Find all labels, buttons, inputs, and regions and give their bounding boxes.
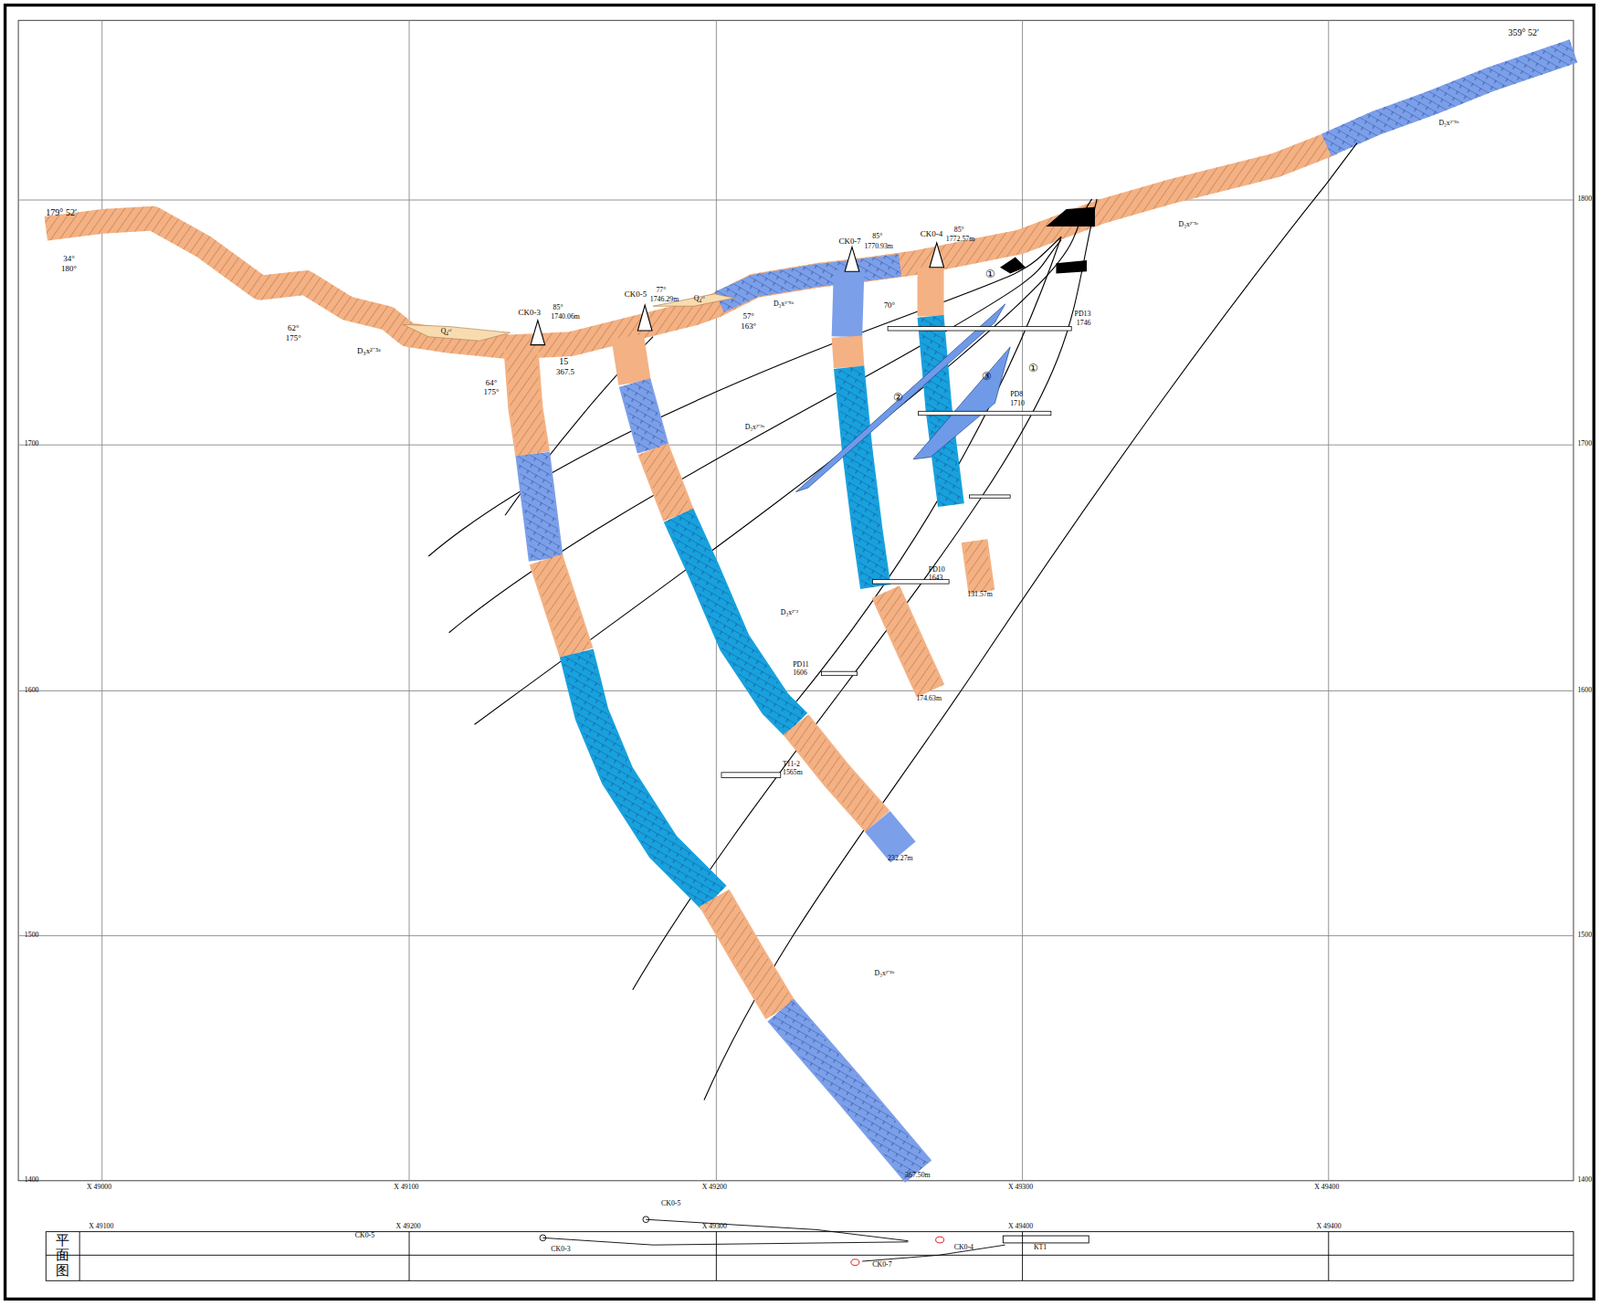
map-label: CK0-7 — [872, 1261, 892, 1270]
map-label: X 49400 — [1314, 1183, 1339, 1192]
map-label: 1606 — [792, 669, 808, 678]
map-label: 1565m — [782, 768, 803, 778]
map-label: T11-2 — [782, 761, 800, 770]
map-label: PD13 — [1074, 311, 1092, 320]
map-label: D₃x²⁻⁵ᶜ — [1178, 221, 1200, 230]
map-label: 367.5 — [556, 368, 575, 378]
map-label: PD11 — [792, 661, 810, 670]
map-label: X 49100 — [393, 1183, 419, 1192]
map-label: 359° 52′ — [1507, 28, 1539, 39]
map-label: 367.50m — [905, 1172, 931, 1181]
map-label: 85° — [553, 304, 564, 313]
map-label: 1400 — [24, 1176, 40, 1185]
map-label: 131.57m — [967, 590, 993, 600]
map-label: CK0-4 — [954, 1243, 974, 1253]
map-label: 174.63m — [915, 694, 942, 704]
map-label: D₃x²⁻³ᵃ — [745, 424, 765, 433]
map-label: CK0-3 — [518, 309, 541, 319]
map-label: CK0-5 — [624, 290, 647, 300]
map-label: 1500 — [1577, 931, 1592, 940]
map-label: X 49100 — [88, 1223, 114, 1232]
map-label: 1700 — [1577, 441, 1592, 450]
map-label: D₃x²⁻² — [780, 609, 799, 618]
map-label: 85° — [954, 226, 965, 235]
map-label: CK0-3 — [550, 1245, 570, 1254]
map-label: X 49300 — [702, 1223, 727, 1232]
map-label: ① — [985, 267, 996, 281]
map-label: 1400 — [1577, 1176, 1592, 1185]
map-label: X 49400 — [1315, 1223, 1341, 1232]
map-label: 1772.57m — [946, 235, 976, 244]
map-label: Q₄ᵉˡ — [694, 294, 706, 304]
map-label: 1600 — [1577, 686, 1592, 695]
map-label: 1800 — [1577, 196, 1592, 205]
map-label: CK0-5 — [355, 1232, 375, 1242]
map-label: CK0-7 — [838, 237, 861, 247]
map-label: X 49400 — [1008, 1223, 1033, 1232]
map-label: D₃x²⁻¹ᵇ — [874, 970, 895, 979]
map-label: 15 — [558, 357, 569, 368]
map-label: 62° — [287, 324, 300, 334]
map-label: ② — [893, 390, 904, 404]
map-label: 1770.93m — [863, 242, 894, 252]
map-label: PD10 — [928, 566, 946, 575]
map-label: D₃x²⁻⁵ᵇ — [1438, 120, 1459, 129]
map-label: 77° — [655, 286, 666, 295]
map-label: X 49200 — [396, 1223, 422, 1232]
map-label: 57° — [742, 312, 755, 322]
map-label: 1700 — [24, 441, 40, 450]
map-label: 1740.06m — [550, 313, 580, 322]
map-label: 1746 — [1076, 320, 1092, 329]
map-label: Q₄ᵉˡ — [441, 328, 453, 337]
map-label: X 49200 — [702, 1183, 727, 1192]
map-label: 1500 — [24, 931, 40, 940]
map-label: CK0-5 — [661, 1200, 681, 1209]
map-label: 64° — [485, 379, 498, 390]
map-label: D₃x²⁻⁵ᵇ — [773, 301, 794, 310]
map-label: CK0-4 — [920, 231, 943, 241]
map-label: 175° — [285, 334, 302, 344]
map-label: 163° — [740, 322, 757, 332]
map-label: ③ — [981, 368, 992, 382]
map-label: 85° — [872, 233, 883, 243]
map-label: X 49000 — [86, 1183, 112, 1192]
map-label: 175° — [484, 389, 500, 399]
map-label: 232.27m — [887, 854, 914, 864]
map-label: 1643 — [928, 574, 944, 583]
map-label: KT1 — [1033, 1243, 1047, 1253]
map-label: 1600 — [24, 686, 40, 695]
map-label: 70° — [884, 302, 896, 312]
map-label: D₃x²⁻⁵ᵃ — [357, 347, 381, 357]
map-label: 179° 52′ — [45, 208, 77, 219]
plan-title: 平面图 — [55, 1233, 70, 1278]
map-label: PD8 — [1010, 390, 1023, 400]
map-label: ① — [1028, 361, 1039, 375]
map-label: X 49300 — [1008, 1183, 1033, 1192]
map-label: 180° — [61, 265, 77, 275]
map-label: 1710 — [1010, 400, 1025, 409]
map-label: 1746.29m — [650, 295, 680, 305]
map-label: 34° — [63, 254, 75, 264]
